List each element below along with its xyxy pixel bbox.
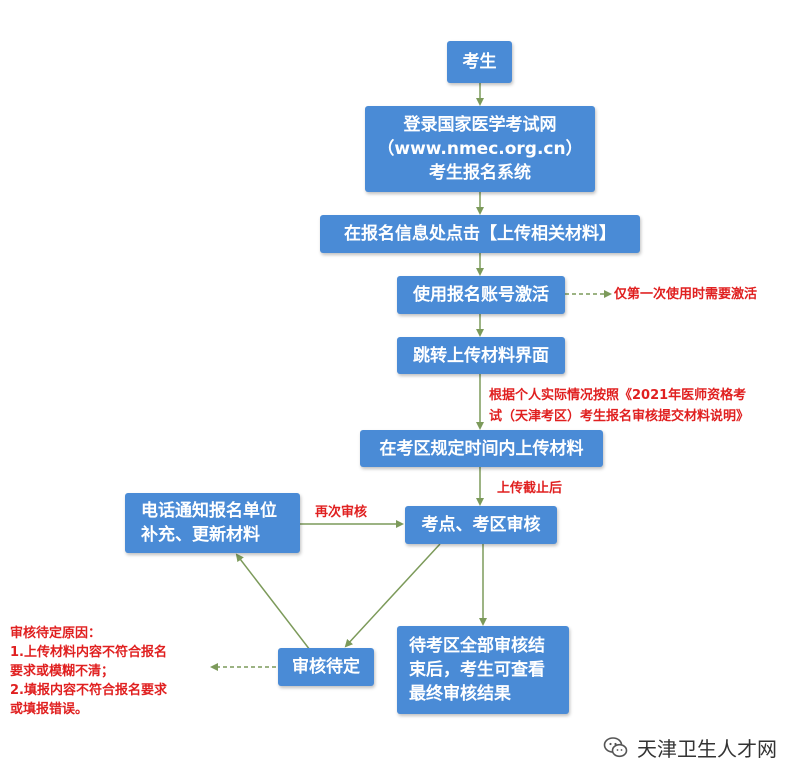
node-candidate-label: 考生 — [462, 52, 497, 72]
node-click-upload: 在报名信息处点击【上传相关材料】 — [320, 215, 640, 253]
node-candidate: 考生 — [447, 41, 512, 83]
node-jump: 跳转上传材料界面 — [397, 337, 565, 374]
note-pending-reason: 审核待定原因： 1.上传材料内容不符合报名 要求或模糊不清； 2.填报内容不符合… — [10, 624, 167, 719]
note-according: 根据个人实际情况按照《2021年医师资格考 试（天津考区）考生报名审核提交材料说… — [489, 385, 749, 427]
note-according-line2: 试（天津考区）考生报名审核提交材料说明》 — [489, 409, 750, 424]
note-deadline-text: 上传截止后 — [497, 481, 563, 496]
note-pending-reason-line4: 2.填报内容不符合报名要求 — [10, 683, 167, 698]
note-first-use-text: 仅第一次使用时需要激活 — [614, 287, 758, 302]
node-jump-label: 跳转上传材料界面 — [413, 345, 549, 366]
node-login: 登录国家医学考试网 （www.nmec.org.cn） 考生报名系统 — [365, 106, 595, 192]
node-activate: 使用报名账号激活 — [397, 276, 565, 314]
node-pending: 审核待定 — [278, 648, 374, 686]
node-login-line3: 考生报名系统 — [429, 163, 531, 183]
arrow-pending-notify — [235, 553, 311, 651]
note-pending-reason-line1: 审核待定原因： — [10, 626, 102, 641]
watermark: 天津卫生人才网 — [603, 733, 777, 762]
note-pending-reason-line3: 要求或模糊不清； — [10, 664, 115, 679]
node-result-line3: 最终审核结果 — [409, 684, 511, 704]
note-pending-reason-line5: 或填报错误。 — [10, 702, 89, 717]
node-notify-line2: 补充、更新材料 — [141, 525, 260, 545]
watermark-text: 天津卫生人才网 — [637, 737, 777, 761]
node-result-line2: 束后，考生可查看 — [409, 660, 545, 680]
note-re-review: 再次审核 — [315, 502, 367, 523]
node-result: 待考区全部审核结 束后，考生可查看 最终审核结果 — [397, 626, 569, 714]
note-re-review-text: 再次审核 — [315, 505, 368, 520]
node-notify: 电话通知报名单位 补充、更新材料 — [125, 493, 300, 553]
node-click-upload-label: 在报名信息处点击【上传相关材料】 — [344, 224, 616, 244]
node-login-line1: 登录国家医学考试网 — [403, 115, 557, 135]
node-pending-label: 审核待定 — [292, 657, 360, 677]
node-result-line1: 待考区全部审核结 — [409, 636, 545, 656]
wechat-icon — [603, 736, 628, 757]
node-review-label: 考点、考区审核 — [421, 515, 541, 535]
node-review: 考点、考区审核 — [405, 506, 557, 544]
node-notify-line1: 电话通知报名单位 — [141, 501, 277, 521]
note-pending-reason-line2: 1.上传材料内容不符合报名 — [10, 645, 167, 660]
note-first-use: 仅第一次使用时需要激活 — [614, 284, 757, 305]
node-upload-label: 在考区规定时间内上传材料 — [379, 438, 584, 459]
node-upload: 在考区规定时间内上传材料 — [360, 430, 603, 467]
note-according-line1: 根据个人实际情况按照《2021年医师资格考 — [489, 388, 747, 403]
node-activate-label: 使用报名账号激活 — [413, 285, 549, 305]
arrow-review-pending — [344, 543, 441, 648]
note-deadline: 上传截止后 — [497, 478, 562, 499]
node-login-line2: （www.nmec.org.cn） — [377, 139, 583, 159]
